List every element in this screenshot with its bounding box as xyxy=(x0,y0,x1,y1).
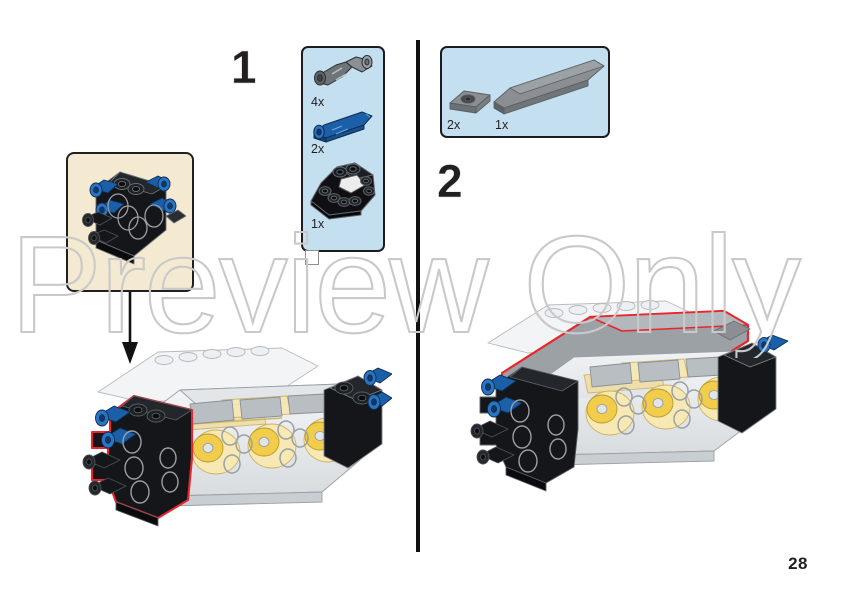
part-icon-plate-1x10-grey xyxy=(493,59,605,115)
part-icon-axle-pin-blue xyxy=(313,111,373,143)
column-divider xyxy=(416,40,420,552)
step-2-number: 2 xyxy=(437,155,463,207)
step-1-number: 1 xyxy=(231,41,257,93)
page-number: 28 xyxy=(788,554,808,573)
part-icon-plate-1x2-with-pin-hole xyxy=(449,90,491,114)
subassembly-cylinder-head-illustration xyxy=(82,171,186,265)
step-1-part-count-1: 2x xyxy=(311,142,325,156)
part-icon-axle-pin-connector xyxy=(314,55,373,86)
step-1-build-illustration xyxy=(82,346,392,527)
part-icon-engine-block-black xyxy=(310,162,376,220)
step-2-part-count-1: 1x xyxy=(495,118,509,132)
step-1-parts-callout-tab xyxy=(305,250,319,265)
step-1-part-count-2: 1x xyxy=(311,217,325,231)
assembly-direction-arrow xyxy=(122,292,138,364)
step-1-part-count-0: 4x xyxy=(311,95,325,109)
step-2-part-count-0: 2x xyxy=(447,118,461,132)
step-2-build-illustration xyxy=(470,300,789,492)
